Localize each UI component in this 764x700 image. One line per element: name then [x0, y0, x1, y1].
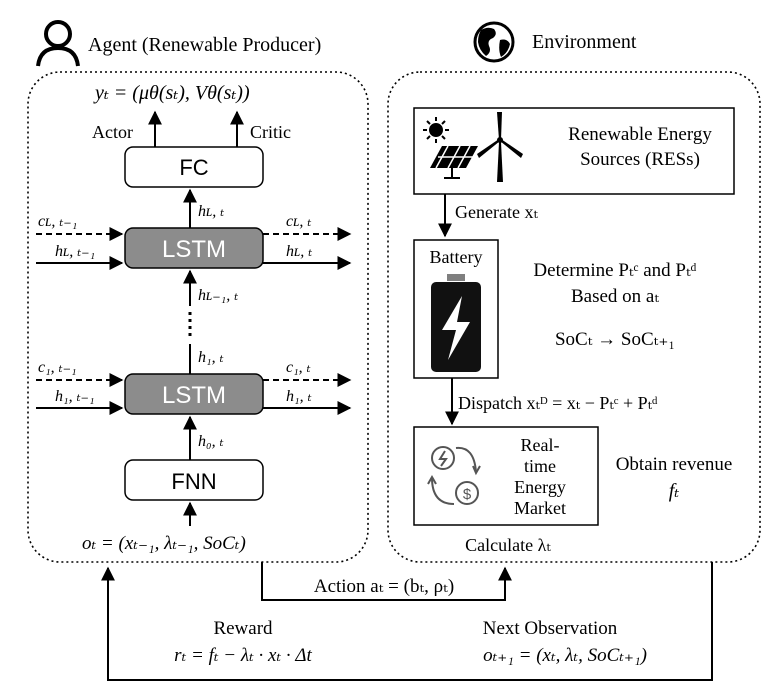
market-box — [413, 426, 599, 526]
globe-icon — [473, 21, 515, 63]
reward-title: Reward — [213, 618, 273, 639]
solar-panel-icon — [430, 145, 478, 179]
fc-layer-box — [124, 146, 264, 188]
observation-formula: oₜ = (xₜ₋₁, λₜ₋₁, SoCₜ) — [82, 533, 246, 554]
environment-panel — [387, 71, 761, 563]
c-1-t-label: c₁, ₜ — [286, 359, 311, 376]
revenue-line1: Obtain revenue — [616, 454, 733, 475]
energy-exchange-icon: $ — [427, 446, 481, 505]
h-Lm1-t-label: hʟ₋₁, ₜ — [198, 287, 238, 304]
battery-icon — [431, 274, 481, 372]
market-line3: Energy — [514, 477, 566, 497]
c-L-tm1-label: cʟ, ₜ₋₁ — [38, 213, 77, 230]
determine-line2: Based on aₜ — [571, 286, 659, 307]
actor-label: Actor — [92, 122, 133, 142]
market-line2: time — [524, 456, 556, 476]
h-L-t-label: hʟ, ₜ — [198, 203, 224, 220]
next-observation-title: Next Observation — [483, 618, 618, 639]
c-1-tm1-label: c₁, ₜ₋₁ — [38, 359, 77, 376]
market-line1: Real- — [521, 435, 560, 455]
calculate-label: Calculate λₜ — [465, 535, 551, 555]
fnn-layer-box — [124, 459, 264, 501]
market-line4: Market — [514, 498, 566, 518]
lstm-bottom-box — [124, 373, 264, 415]
soc-transition: SoCₜ → SoCₜ₊₁ — [555, 329, 675, 350]
sun-icon — [423, 117, 449, 143]
critic-label: Critic — [250, 122, 291, 142]
fc-layer-label: FC — [179, 155, 208, 180]
h-1-t-out-label: h₁, ₜ — [286, 388, 312, 405]
h-0-t-label: h₀, ₜ — [198, 433, 224, 450]
agent-panel — [27, 71, 369, 563]
revenue-line2: fₜ — [669, 480, 680, 502]
svg-text:$: $ — [463, 486, 472, 503]
action-label: Action aₜ = (bₜ, ρₜ) — [314, 576, 454, 597]
c-L-t-label: cʟ, ₜ — [286, 213, 311, 230]
h-1-t-label: h₁, ₜ — [198, 349, 224, 366]
res-label-line2: Sources (RESs) — [580, 149, 700, 170]
determine-line1: Determine Pₜᶜ and Pₜᵈ — [533, 260, 696, 281]
feedback-arrow — [101, 562, 713, 681]
reward-formula: rₜ = fₜ − λₜ · xₜ · Δt — [174, 645, 312, 666]
environment-title: Environment — [532, 31, 637, 53]
action-arrow — [261, 562, 512, 601]
fnn-layer-label: FNN — [171, 469, 216, 494]
next-observation-formula: oₜ₊₁ = (xₜ, λₜ, SoCₜ₊₁) — [483, 645, 647, 666]
lstm-bottom-label: LSTM — [162, 382, 226, 409]
agent-output-formula: yₜ = (μθ(sₜ), Vθ(sₜ)) — [93, 82, 250, 104]
generate-label: Generate xₜ — [455, 202, 538, 222]
res-label-line1: Renewable Energy — [568, 124, 712, 145]
h-L-t-out-label: hʟ, ₜ — [286, 243, 312, 260]
lstm-top-label: LSTM — [162, 236, 226, 263]
h-1-tm1-label: h₁, ₜ₋₁ — [55, 388, 95, 405]
agent-title: Agent (Renewable Producer) — [88, 34, 321, 56]
dispatch-label: Dispatch xₜᴰ = xₜ − Pₜᶜ + Pₜᵈ — [458, 393, 658, 413]
wind-turbine-icon — [477, 112, 523, 182]
lstm-top-box — [124, 227, 264, 269]
h-L-tm1-label: hʟ, ₜ₋₁ — [55, 243, 95, 260]
person-icon — [36, 20, 80, 67]
battery-label: Battery — [430, 247, 483, 267]
